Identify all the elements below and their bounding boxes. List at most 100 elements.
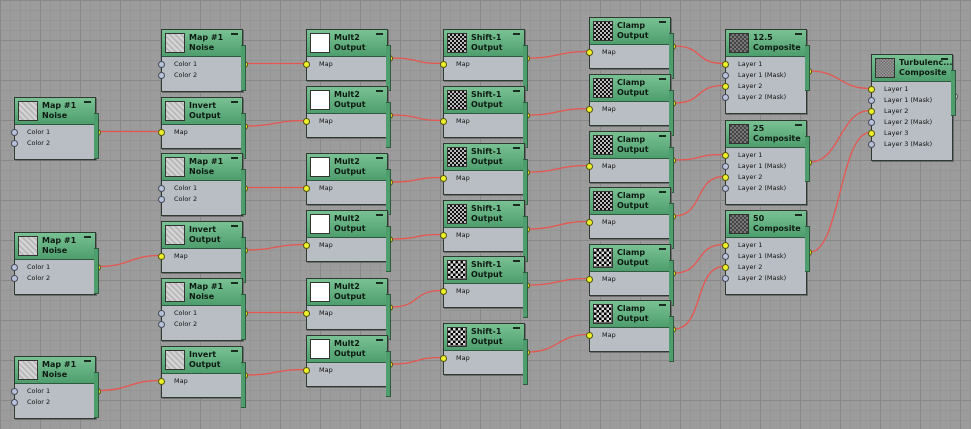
input-slot[interactable]: Layer 1 (Mask) xyxy=(722,70,806,81)
input-socket[interactable] xyxy=(868,119,875,126)
wire-comp_2-to-turb[interactable] xyxy=(809,109,871,163)
input-slot[interactable]: Layer 1 xyxy=(722,59,806,70)
wire-mult_4-to-shift_4[interactable] xyxy=(390,233,443,240)
input-socket[interactable] xyxy=(722,72,729,79)
minimize-icon[interactable] xyxy=(513,327,520,329)
input-socket[interactable] xyxy=(440,175,447,182)
wire-clamp_2-to-comp_1[interactable] xyxy=(673,84,725,104)
input-slot[interactable]: Layer 2 (Mask) xyxy=(722,92,806,103)
input-slot[interactable]: Color 1 xyxy=(158,59,242,70)
input-socket[interactable] xyxy=(303,118,310,125)
wire-clamp_6-to-comp_3[interactable] xyxy=(673,265,725,330)
minimize-icon[interactable] xyxy=(659,304,666,306)
wire-invert_2-to-mult_4[interactable] xyxy=(245,243,306,251)
input-slot[interactable]: Color 1 xyxy=(158,308,242,319)
wire-mult_1-to-shift_1[interactable] xyxy=(390,57,443,65)
input-slot[interactable]: Layer 1 xyxy=(722,240,806,251)
wire-mult_6-to-shift_6[interactable] xyxy=(390,356,443,365)
input-socket[interactable] xyxy=(440,355,447,362)
input-slot[interactable]: Color 1 xyxy=(158,183,242,194)
input-socket[interactable] xyxy=(586,163,593,170)
input-slot[interactable]: Map xyxy=(303,240,387,251)
input-slot[interactable]: Map xyxy=(440,59,524,70)
input-slot[interactable]: Layer 3 (Mask) xyxy=(868,139,952,150)
input-socket[interactable] xyxy=(440,61,447,68)
wire-clamp_1-to-comp_1[interactable] xyxy=(673,45,725,65)
wire-mult_2-to-shift_2[interactable] xyxy=(390,114,443,122)
input-socket[interactable] xyxy=(303,367,310,374)
minimize-icon[interactable] xyxy=(231,101,238,103)
input-slot[interactable]: Map xyxy=(303,308,387,319)
minimize-icon[interactable] xyxy=(795,214,802,216)
minimize-icon[interactable] xyxy=(941,58,948,60)
input-socket[interactable] xyxy=(722,253,729,260)
wire-comp_1-to-turb[interactable] xyxy=(809,70,871,90)
input-slot[interactable]: Layer 3 xyxy=(868,128,952,139)
input-socket[interactable] xyxy=(722,275,729,282)
wire-shift_4-to-clamp_4[interactable] xyxy=(527,220,589,230)
input-socket[interactable] xyxy=(586,219,593,226)
input-slot[interactable]: Color 2 xyxy=(11,273,95,284)
input-socket[interactable] xyxy=(158,253,165,260)
input-socket[interactable] xyxy=(722,94,729,101)
input-slot[interactable]: Map xyxy=(158,376,242,387)
input-slot[interactable]: Layer 2 (Mask) xyxy=(868,117,952,128)
input-slot[interactable]: Layer 2 (Mask) xyxy=(722,273,806,284)
node-header[interactable]: Turbulenc...Composite xyxy=(872,55,952,82)
input-slot[interactable]: Map xyxy=(158,127,242,138)
input-slot[interactable]: Map xyxy=(586,47,670,58)
minimize-icon[interactable] xyxy=(513,90,520,92)
wire-clamp_3-to-comp_2[interactable] xyxy=(673,153,725,161)
input-slot[interactable]: Map xyxy=(586,274,670,285)
input-socket[interactable] xyxy=(158,129,165,136)
minimize-icon[interactable] xyxy=(795,33,802,35)
input-socket[interactable] xyxy=(586,332,593,339)
input-socket[interactable] xyxy=(11,399,18,406)
input-socket[interactable] xyxy=(303,242,310,249)
wire-clamp_4-to-comp_2[interactable] xyxy=(673,175,725,217)
input-socket[interactable] xyxy=(158,321,165,328)
minimize-icon[interactable] xyxy=(376,90,383,92)
input-socket[interactable] xyxy=(722,242,729,249)
minimize-icon[interactable] xyxy=(513,147,520,149)
wire-noise_c-to-invert_3[interactable] xyxy=(98,379,161,392)
wire-noise_b-to-invert_2[interactable] xyxy=(98,254,161,268)
input-socket[interactable] xyxy=(158,185,165,192)
input-socket[interactable] xyxy=(586,106,593,113)
minimize-icon[interactable] xyxy=(513,33,520,35)
input-slot[interactable]: Color 2 xyxy=(158,194,242,205)
input-slot[interactable]: Layer 1 xyxy=(868,84,952,95)
minimize-icon[interactable] xyxy=(231,33,238,35)
minimize-icon[interactable] xyxy=(659,135,666,137)
